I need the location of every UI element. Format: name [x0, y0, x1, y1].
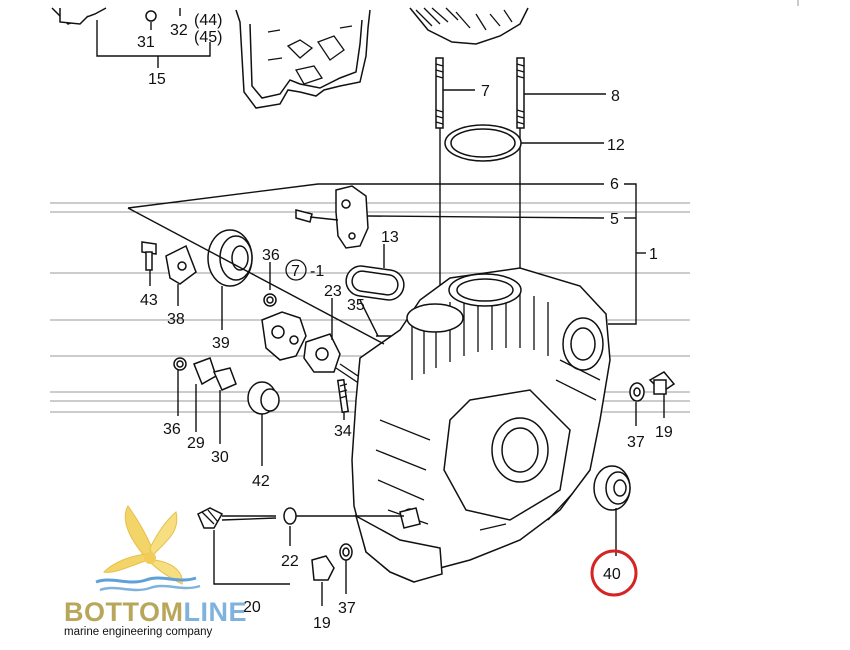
upper-cover-parts [51, 7, 371, 109]
bottomline-logo: BOTTOMLINE marine engineering company [64, 505, 247, 638]
callout-7-circle [285, 259, 307, 281]
callout-1: 1 [649, 246, 658, 263]
cylinder-head-fragment [409, 7, 529, 45]
head-gasket-ring [444, 124, 522, 162]
callout-13: 13 [381, 229, 399, 246]
left-small-parts [141, 229, 253, 287]
callout-7: 7 [481, 83, 490, 100]
callout-6: 6 [610, 176, 619, 193]
dipstick-assembly [197, 507, 421, 529]
callout-42: 42 [252, 473, 270, 490]
callout-19-right: 19 [655, 424, 673, 441]
callout-32: 32 [170, 22, 188, 39]
callout-8: 8 [611, 88, 620, 105]
callout-30: 30 [211, 449, 229, 466]
highlight-circle [590, 549, 638, 597]
callout-5: 5 [610, 211, 619, 228]
callout-35: 35 [347, 297, 365, 314]
logo-tagline: marine engineering company [64, 626, 213, 638]
lower-left-parts [173, 357, 350, 415]
callout-36-upper: 36 [262, 247, 280, 264]
waves-icon [95, 576, 201, 592]
o-ring-seal [345, 265, 405, 301]
governor-parts [261, 293, 420, 393]
callout-40: 40 [603, 566, 621, 583]
callout-43: 43 [140, 292, 158, 309]
stud-bolts [435, 57, 525, 290]
callout-37-bottom: 37 [338, 600, 356, 617]
callout-37-right: 37 [627, 434, 645, 451]
right-drain-parts [629, 371, 676, 402]
callout-29: 29 [187, 435, 205, 452]
oil-seal-40 [593, 465, 631, 511]
side-cover-plate [295, 185, 369, 249]
propeller-icon [103, 505, 183, 585]
callout-22: 22 [281, 553, 299, 570]
callout-7-sub: 7 [291, 263, 300, 280]
callout-23: 23 [324, 283, 342, 300]
logo-text-bottom: BOTTOM [64, 597, 184, 627]
callout-12: 12 [607, 137, 625, 154]
callout-38: 38 [167, 311, 185, 328]
callout-44: (44) [194, 12, 222, 29]
leader-lines [96, 8, 665, 606]
callout-31: 31 [137, 34, 155, 51]
callout-36-lower: 36 [163, 421, 181, 438]
crankcase-block [351, 267, 611, 583]
logo-text-line: LINE [184, 597, 248, 627]
callout-45: (45) [194, 29, 222, 46]
callout-34: 34 [334, 423, 352, 440]
callout-19-bottom: 19 [313, 615, 331, 632]
callout-20: 20 [243, 599, 261, 616]
callout-7-1-suffix: -1 [310, 263, 324, 280]
callout-39: 39 [212, 335, 230, 352]
svg-text:BOTTOMLINE: BOTTOMLINE [64, 597, 247, 627]
callout-labels: 31 32 (44) (45) 15 7 8 12 6 5 1 13 43 38… [137, 12, 673, 632]
callout-15: 15 [148, 71, 166, 88]
